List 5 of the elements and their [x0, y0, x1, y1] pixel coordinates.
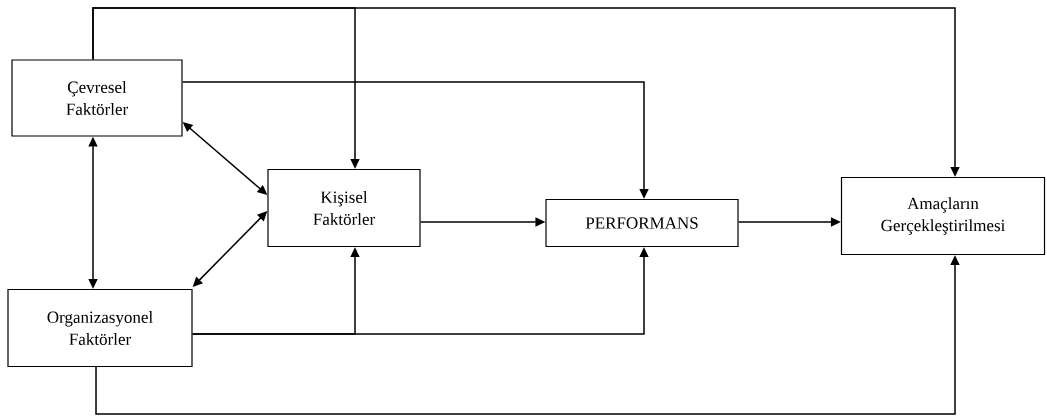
factor-box: Çevresel Faktörler: [11, 59, 183, 137]
factor-box: Kişisel Faktörler: [267, 168, 421, 248]
factor-box: Amaçların Gerçekleştirilmesi: [840, 176, 1046, 256]
factor-box: Organizasyonel Faktörler: [7, 288, 193, 368]
factor-box: PERFORMANS: [545, 198, 739, 248]
